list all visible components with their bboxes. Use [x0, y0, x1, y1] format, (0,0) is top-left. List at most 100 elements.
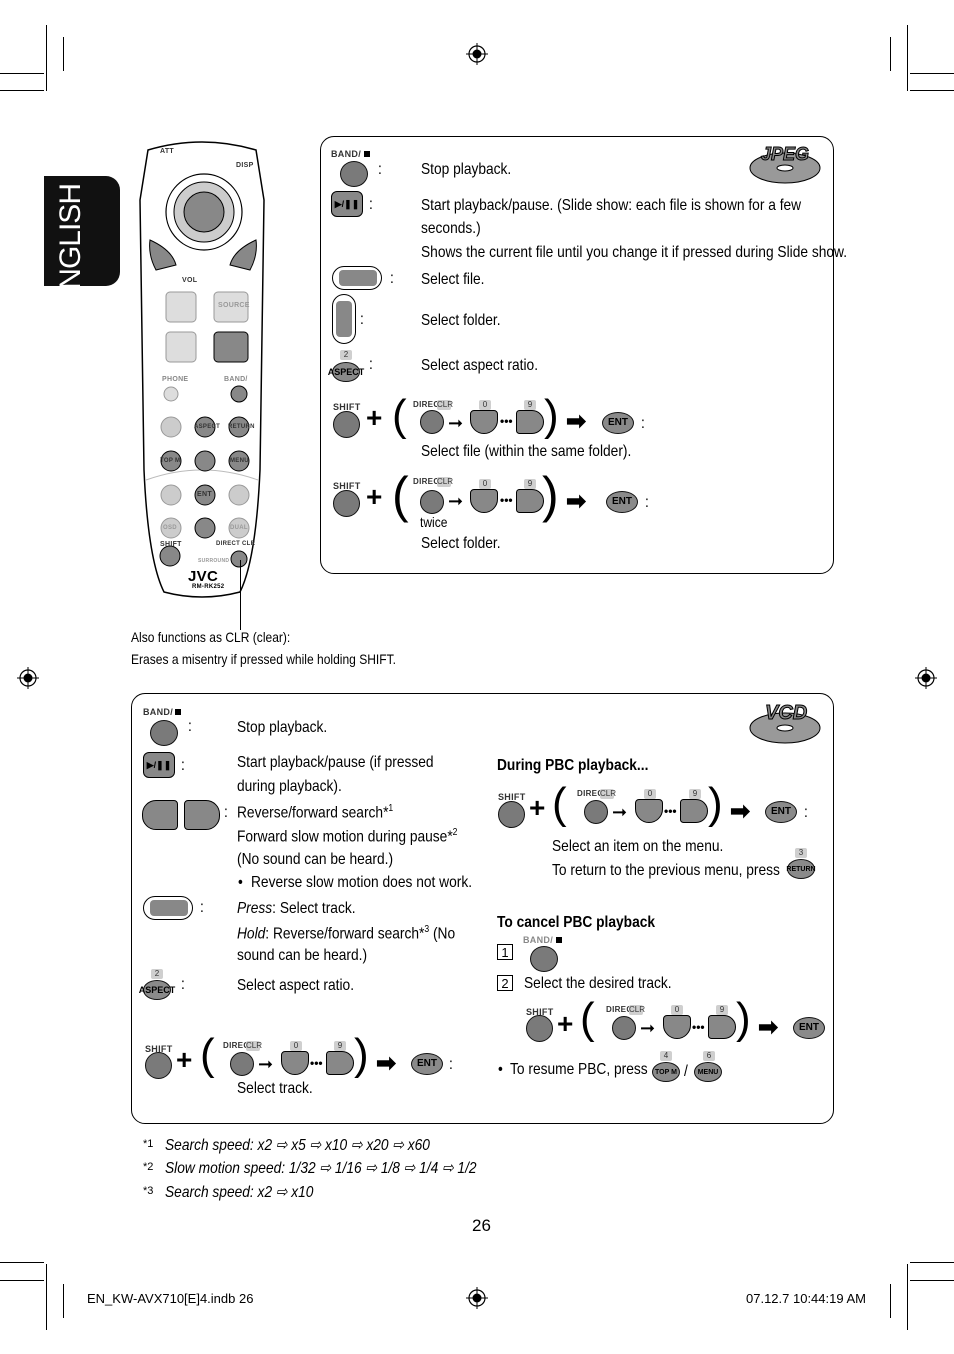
play-pause-button[interactable]: ▶/❚❚: [331, 191, 363, 217]
colon: :: [369, 356, 373, 373]
jpeg-badge: JPEG: [749, 144, 821, 184]
pbc-heading: During PBC playback...: [497, 757, 649, 774]
crop-mark: [910, 90, 954, 91]
nine-tag: 9: [334, 1041, 346, 1051]
paren-close-icon: ): [708, 779, 723, 828]
zero-button[interactable]: [470, 489, 498, 513]
clr-note-line1: Also functions as CLR (clear):: [131, 629, 291, 645]
remote-clr-label: CLR: [242, 541, 256, 547]
shift-button[interactable]: [333, 411, 360, 438]
crop-mark: [0, 90, 44, 91]
plus-icon: +: [176, 1044, 193, 1075]
shift-button[interactable]: [526, 1015, 553, 1042]
zero-tag: 0: [479, 479, 491, 489]
vcd-stop-text: Stop playback.: [237, 719, 328, 736]
clr-tag: CLR: [629, 1005, 646, 1015]
footer-timestamp: 07.12.7 10:44:19 AM: [746, 1291, 866, 1306]
remote-osd-label: OSD: [163, 525, 177, 531]
shift-label: SHIFT: [333, 481, 361, 491]
shift-button[interactable]: [145, 1052, 172, 1079]
zero-button[interactable]: [281, 1051, 309, 1075]
crop-mark: [910, 1280, 954, 1281]
shift-button[interactable]: [498, 801, 525, 828]
ent-button[interactable]: ENT: [411, 1053, 443, 1075]
stop-square-icon: [175, 709, 181, 715]
ent-button[interactable]: ENT: [793, 1017, 825, 1039]
registration-mark-icon: [915, 667, 937, 689]
direct-label: DIRECT: [223, 1041, 255, 1050]
direct-button[interactable]: [612, 1016, 636, 1040]
remote-band-label: BAND/: [224, 376, 248, 383]
left-right-buttons[interactable]: [332, 266, 382, 290]
zero-tag: 0: [644, 789, 656, 799]
jpeg-select-folder2-text: Select folder.: [421, 535, 501, 552]
paren-close-icon: ): [542, 467, 559, 523]
up-down-buttons[interactable]: [332, 294, 356, 344]
language-tab: ENGLISH: [44, 176, 120, 309]
colon: :: [390, 270, 394, 287]
colon: :: [449, 1056, 453, 1073]
arrow-right-icon: ➞: [612, 802, 628, 822]
colon: :: [645, 494, 649, 511]
cancel-pbc-heading: To cancel PBC playback: [497, 914, 656, 931]
left-right-buttons[interactable]: [143, 896, 193, 920]
remote-control: ATT DISP VOL SOURCE PHONE BAND/ ASPECT R…: [136, 140, 268, 600]
forward-button[interactable]: [184, 800, 220, 830]
paren-close-icon: ): [354, 1030, 369, 1079]
vcd-select-track-text: Select track.: [237, 1080, 313, 1097]
shift-button[interactable]: [333, 490, 360, 517]
band-button[interactable]: [150, 720, 178, 746]
registration-mark-icon: [466, 1287, 488, 1309]
zero-button[interactable]: [470, 410, 498, 434]
colon: :: [181, 976, 185, 993]
vcd-badge-label: VCD: [764, 702, 808, 725]
direct-button[interactable]: [584, 800, 608, 824]
jpeg-panel: [320, 136, 834, 574]
reverse-button[interactable]: [142, 800, 178, 830]
page-number: 26: [472, 1216, 491, 1235]
footnote-text: Search speed: x2 ⇨ x10: [165, 1184, 314, 1201]
resume-pbc-text: To resume PBC, press: [510, 1061, 648, 1078]
aspect-button[interactable]: ASPECT: [328, 362, 364, 382]
zero-button[interactable]: [635, 799, 663, 823]
nine-button[interactable]: [680, 799, 708, 823]
jpeg-select-folder-text: Select folder.: [421, 312, 501, 329]
nine-button[interactable]: [708, 1015, 736, 1039]
direct-button[interactable]: [420, 410, 444, 434]
crop-mark: [0, 1280, 44, 1281]
topm-button[interactable]: TOP M: [652, 1062, 680, 1082]
ent-button[interactable]: ENT: [602, 412, 634, 434]
play-pause-button[interactable]: ▶/❚❚: [143, 752, 175, 778]
jpeg-select-file-same-text: Select file (within the same folder).: [421, 443, 632, 460]
arrow-right-icon: ➞: [448, 491, 464, 511]
return-button[interactable]: RETURN: [786, 859, 816, 879]
menu-button[interactable]: MENU: [694, 1062, 722, 1082]
zero-button[interactable]: [663, 1015, 691, 1039]
nine-button[interactable]: [326, 1051, 354, 1075]
paren-open-icon: (: [580, 994, 595, 1043]
step-2-text: Select the desired track.: [524, 975, 672, 992]
colon: :: [181, 757, 185, 774]
direct-button[interactable]: [420, 490, 444, 514]
nine-button[interactable]: [516, 410, 544, 434]
ent-button[interactable]: ENT: [765, 801, 797, 823]
nine-tag: 9: [524, 479, 536, 489]
clr-tag: CLR: [246, 1041, 263, 1051]
arrow-right-icon: ➞: [258, 1054, 274, 1074]
remote-aspect-label: ASPECT: [194, 424, 221, 430]
ent-button[interactable]: ENT: [606, 491, 638, 513]
clr-tag: CLR: [437, 400, 454, 410]
clr-note-line2: Erases a misentry if pressed while holdi…: [131, 651, 396, 667]
vcd-panel: [131, 693, 834, 1124]
crop-mark: [907, 25, 908, 91]
colon: :: [378, 161, 382, 178]
ellipsis: •••: [310, 1056, 323, 1070]
band-button[interactable]: [530, 946, 558, 972]
hold-text2: (No: [429, 925, 456, 943]
band-button[interactable]: [340, 161, 368, 187]
aspect-button[interactable]: ASPECT: [139, 980, 175, 1000]
colon: :: [641, 415, 645, 432]
nine-button[interactable]: [516, 489, 544, 513]
shift-label: SHIFT: [145, 1044, 173, 1054]
direct-button[interactable]: [230, 1052, 254, 1076]
